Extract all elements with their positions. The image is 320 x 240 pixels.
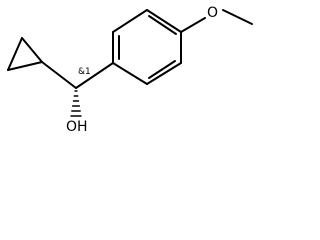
hydroxyl-label: OH <box>66 119 88 135</box>
bond-stereocenter-ring <box>75 62 114 89</box>
cyclopropyl-bond-right <box>21 37 43 63</box>
bond-ring-methoxy-oxygen <box>180 17 206 33</box>
ring-bond-6 <box>112 62 148 85</box>
ring-bond-3 <box>146 9 182 33</box>
cyclopropyl-bond-bottom <box>7 61 43 71</box>
benzene-ring <box>112 9 182 85</box>
ring-double-bond-bottom-right <box>148 60 176 79</box>
chemical-structure: &1 OH O <box>7 5 253 135</box>
ring-bond-5 <box>146 62 182 85</box>
cyclopropyl-ring <box>7 37 43 71</box>
ring-double-bond-top-right <box>148 15 177 35</box>
ring-bond-2 <box>112 9 148 33</box>
methoxy-oxygen-label: O <box>207 5 218 21</box>
bond-oxygen-methyl <box>222 9 253 25</box>
cyclopropyl-bond-top <box>7 37 23 71</box>
bond-cyclopropyl-stereocenter <box>41 61 77 89</box>
stereo-label: &1 <box>78 67 91 77</box>
hashed-wedge-bond <box>70 90 82 117</box>
